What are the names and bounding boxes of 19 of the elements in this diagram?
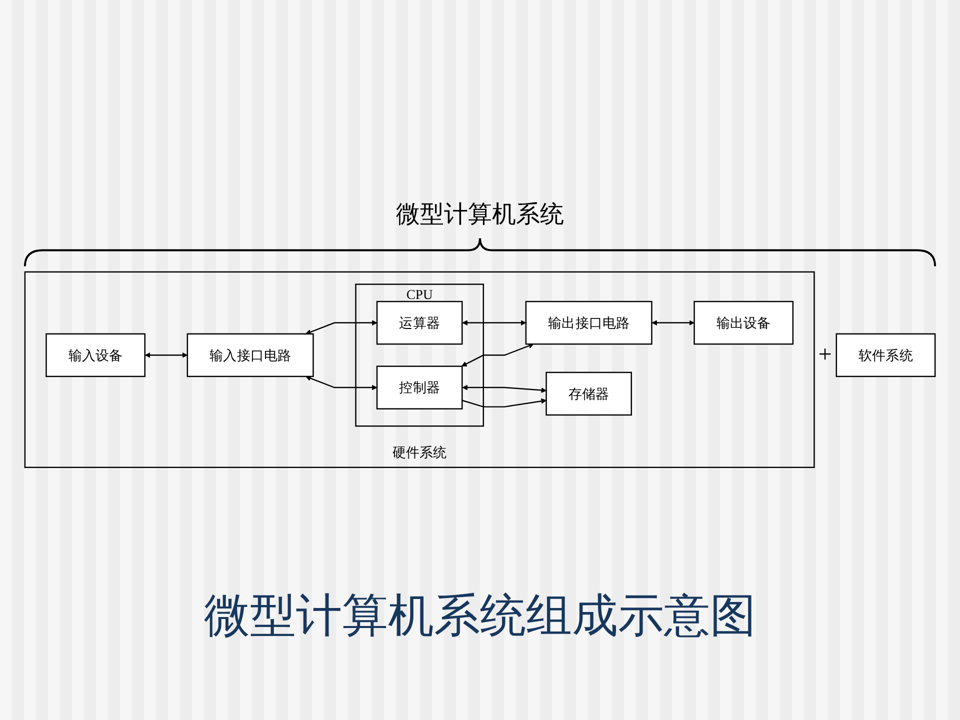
caption: 微型计算机系统组成示意图 (204, 589, 756, 643)
arrow (462, 385, 547, 394)
arrow (306, 376, 378, 391)
arrow (461, 344, 534, 367)
node-box: 输入设备 (46, 334, 146, 378)
arrow (652, 320, 695, 326)
arrow (306, 320, 378, 335)
node-box: 软件系统 (836, 334, 936, 378)
node-box: 输出设备 (694, 301, 794, 346)
plus-sign: + (818, 341, 832, 370)
group-label: 微型计算机系统 (396, 201, 564, 230)
node-box: 输出接口电路 (525, 301, 652, 346)
node-box: 存储器 (546, 372, 632, 416)
node-box: 输入接口电路 (186, 334, 314, 378)
node-box: 控制器 (376, 366, 463, 410)
node-box: 运算器 (376, 301, 463, 346)
arrow (144, 352, 188, 358)
arrow (462, 398, 547, 408)
arrow (462, 320, 526, 326)
